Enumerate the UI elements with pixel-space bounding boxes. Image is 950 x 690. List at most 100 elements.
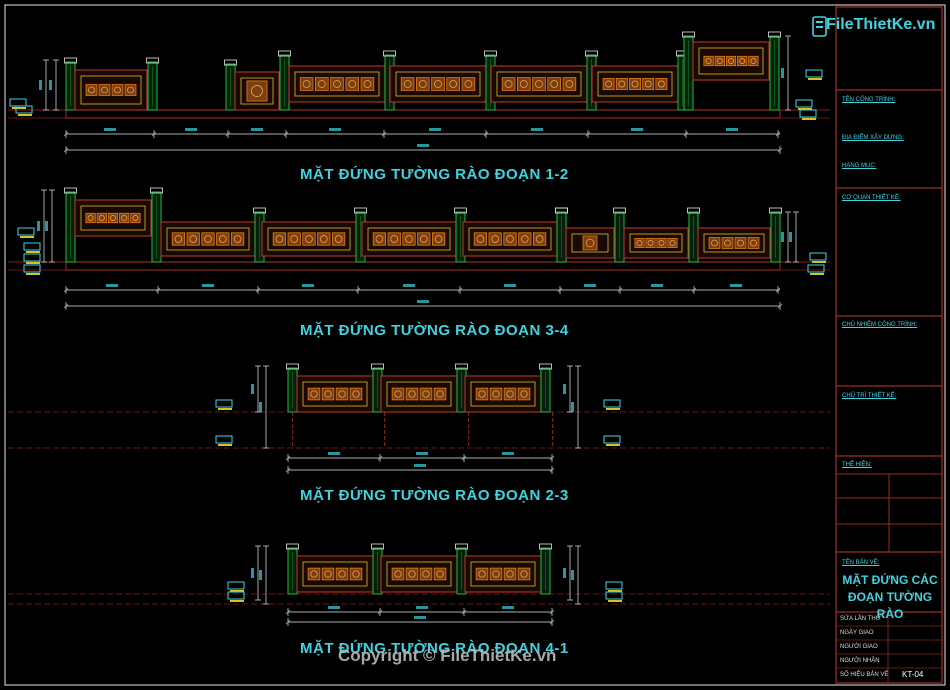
ornament-circle [658, 240, 665, 246]
ornament-circle [476, 235, 485, 243]
panel-inner-frame [267, 227, 351, 251]
ornament-circle [535, 235, 544, 243]
dimension-slash [255, 287, 261, 293]
ornament-circle [110, 215, 116, 221]
tb-drawing-name-label: TÊN BẢN VẼ: [842, 560, 880, 566]
pillar-cap [150, 187, 163, 194]
ornament-circle [275, 235, 284, 243]
ornament-circle [290, 235, 299, 243]
ornament-block [419, 387, 433, 401]
ornament-circle [310, 390, 318, 398]
dimension-value-mark [429, 128, 441, 131]
ornament-circle [506, 390, 514, 398]
ornament-circle [506, 570, 514, 578]
pillar-cap [455, 363, 468, 370]
ornament-block [475, 387, 489, 401]
ornament-circle [705, 58, 712, 64]
ornament-circle [418, 80, 427, 88]
ornament-block [335, 387, 349, 401]
ornament-circle [737, 239, 744, 247]
level-tag [807, 264, 825, 273]
title-block-frame [835, 6, 943, 684]
panel-inner-frame [703, 233, 765, 253]
vdim-value-mark [259, 570, 262, 580]
level-tag-line [26, 273, 40, 275]
tb-project-manager: CHỦ NHIỆM CÔNG TRÌNH: [842, 322, 918, 328]
ornament-block [642, 78, 655, 90]
ornament-block [119, 212, 130, 224]
ornament-block [431, 232, 446, 246]
ornament-block [331, 232, 346, 246]
ornament-circle [422, 390, 430, 398]
elevation-title-2-3: MẶT ĐỨNG TƯỜNG RÀO ĐOẠN 2-3 [300, 487, 569, 504]
tb-executed-by: THỂ HIỆN: [842, 462, 872, 468]
ornament-block [419, 567, 433, 581]
dimension-slash [285, 619, 291, 625]
ornament-block [517, 567, 531, 581]
ornament-circle [716, 58, 723, 64]
ornament-circle [317, 80, 326, 88]
level-tag [227, 591, 245, 600]
dimension-slash [777, 147, 783, 153]
ornament-circle [739, 58, 746, 64]
ornament-circle [319, 235, 328, 243]
level-tag-line [20, 236, 34, 238]
ornament-block [518, 232, 532, 246]
level-tag-line [12, 107, 26, 109]
tb-drawing-name-line1: MẶT ĐỨNG CÁC [842, 573, 938, 587]
vdim-value-mark [571, 402, 574, 412]
ornament-block [186, 232, 200, 246]
dimension-slash [461, 455, 467, 461]
panel-inner-frame [302, 561, 368, 587]
ornament-block [562, 77, 577, 91]
ornament-block [714, 55, 725, 67]
logo-icon [812, 16, 827, 37]
ornament-circle [324, 570, 332, 578]
level-tag [605, 591, 623, 600]
ornament-block [107, 212, 119, 224]
ornament-block [634, 237, 645, 249]
panel-inner-frame [470, 561, 536, 587]
panel-inner-frame [698, 47, 764, 75]
ornament-block [503, 387, 517, 401]
panel-inner-frame [240, 77, 274, 105]
ornament-block [349, 567, 363, 581]
dimension-slash [549, 609, 555, 615]
ornament-circle [394, 570, 402, 578]
panel-inner-frame [166, 227, 250, 251]
ornament-circle [506, 235, 514, 243]
ornament-block [656, 237, 667, 249]
ornament-block [748, 55, 759, 67]
dimension-slash [691, 287, 697, 293]
ornament-block [130, 212, 141, 224]
ornament-block [431, 77, 445, 91]
dimension-value-mark [417, 300, 429, 303]
ornament-block [405, 567, 419, 581]
level-tag [215, 399, 233, 408]
panel-inner-frame [395, 71, 481, 97]
dimension-value-mark [414, 616, 426, 619]
vdim-value-mark [259, 402, 262, 412]
ornament-block [402, 232, 416, 246]
dimension-slash [461, 609, 467, 615]
dimension-slash [285, 455, 291, 461]
ornament-block [582, 235, 598, 251]
panel-inner-frame [386, 381, 452, 407]
ornament-block [246, 80, 268, 102]
ornament-block [299, 77, 314, 91]
dimension-value-mark [416, 606, 428, 609]
ornament-circle [520, 570, 528, 578]
level-tag-line [218, 444, 232, 446]
dimension-slash [775, 287, 781, 293]
pillar-cap [682, 31, 695, 38]
tb-date-issued: NGÀY GIAO [840, 630, 874, 636]
ornament-circle [87, 215, 94, 221]
dimension-value-mark [651, 284, 663, 287]
dimension-slash [777, 303, 783, 309]
pillar-cap [146, 57, 159, 64]
panel-inner-frame [468, 227, 552, 251]
ornament-block [503, 232, 517, 246]
vdim-value-mark [563, 568, 566, 578]
ornament-circle [491, 235, 500, 243]
level-tag-line [810, 273, 824, 275]
